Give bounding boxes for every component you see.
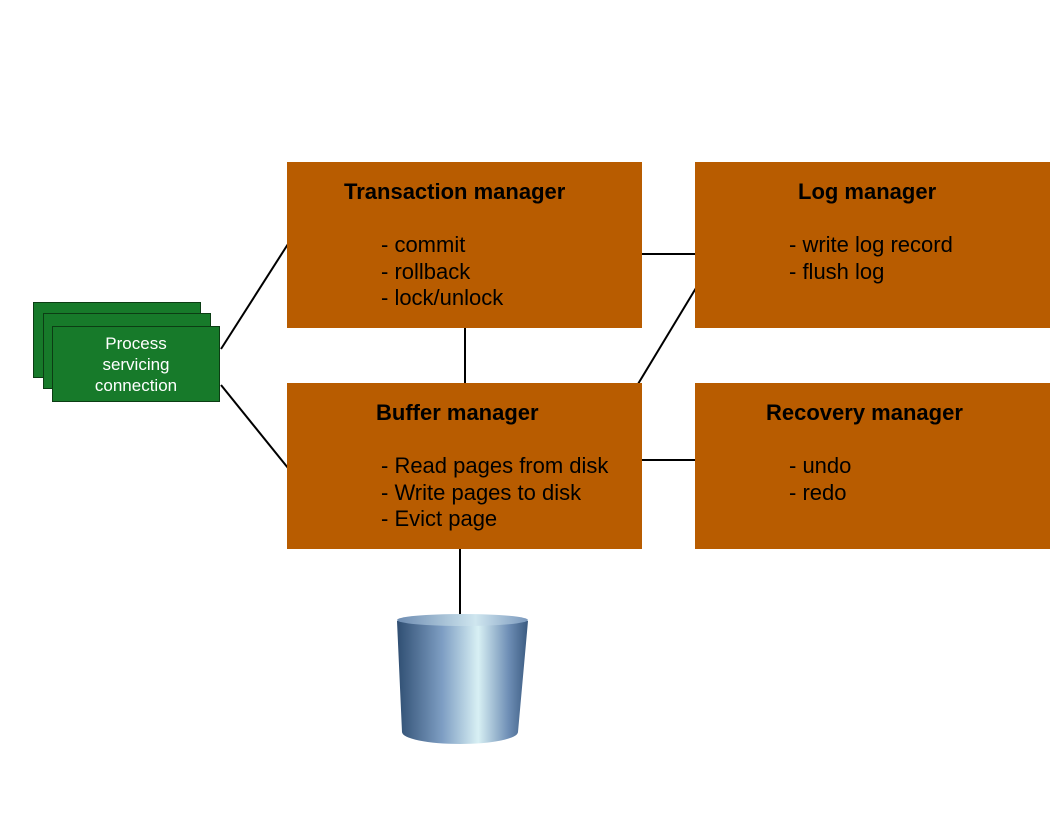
process-label-text: Process servicing connection xyxy=(94,333,178,395)
process-card-front xyxy=(52,326,220,402)
log-manager-item: - write log record xyxy=(789,232,953,257)
disk-cylinder-icon xyxy=(397,614,528,744)
buffer-manager-item: - Evict page xyxy=(381,506,498,531)
transaction-manager-box: Transaction manager - commit - rollback … xyxy=(287,162,642,328)
log-manager-item: - flush log xyxy=(789,258,885,284)
recovery-manager-box: Recovery manager - undo - redo xyxy=(695,383,1050,549)
buffer-manager-box: Buffer manager - Read pages from disk - … xyxy=(287,383,642,549)
recovery-manager-items: - undo - redo xyxy=(789,453,851,506)
log-manager-title: Log manager xyxy=(798,179,937,204)
recovery-manager-item: - undo xyxy=(789,453,852,478)
buffer-manager-item: - Read pages from disk xyxy=(381,453,609,478)
log-manager-box: Log manager - write log record - flush l… xyxy=(695,162,1050,328)
transaction-manager-item: - rollback xyxy=(381,258,471,284)
connector-process-to-buffer xyxy=(220,384,289,469)
buffer-manager-item: - Write pages to disk xyxy=(381,479,582,505)
recovery-manager-title: Recovery manager xyxy=(766,400,963,425)
transaction-manager-item: - lock/unlock xyxy=(381,285,504,310)
transaction-manager-items: - commit - rollback - lock/unlock xyxy=(381,232,503,312)
process-label: Process servicing connection xyxy=(52,326,220,402)
log-manager-items: - write log record - flush log xyxy=(789,232,953,285)
buffer-manager-items: - Read pages from disk - Write pages to … xyxy=(381,453,608,533)
transaction-manager-item: - commit xyxy=(381,232,466,257)
connector-buffer-to-log xyxy=(637,287,697,385)
buffer-manager-title: Buffer manager xyxy=(376,400,539,425)
transaction-manager-title: Transaction manager xyxy=(344,179,566,204)
connector-process-to-transaction xyxy=(220,243,289,350)
recovery-manager-item: - redo xyxy=(789,479,847,505)
